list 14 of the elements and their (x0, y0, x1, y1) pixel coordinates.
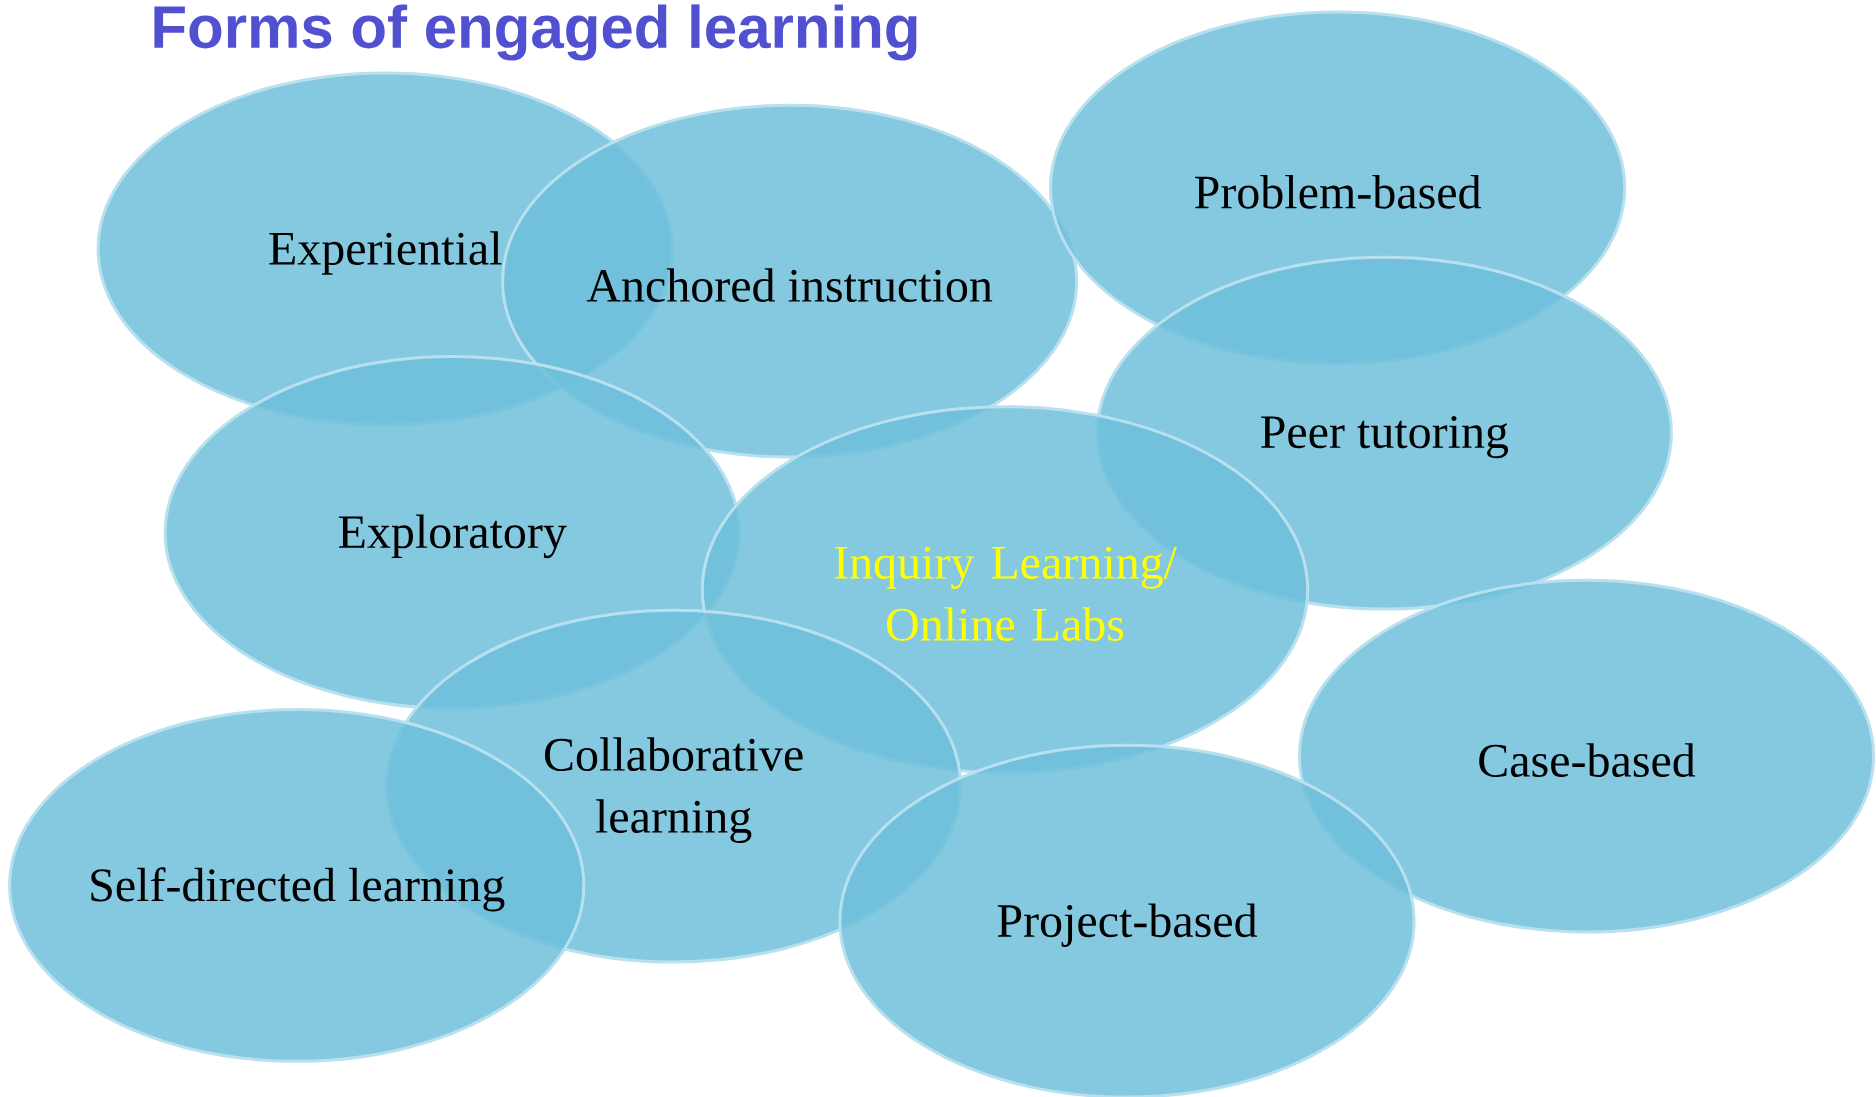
node-label: Inquiry Learning/ Online Labs (834, 546, 1177, 641)
node-label: Exploratory (338, 514, 567, 559)
ellipse (1297, 578, 1876, 934)
ellipse (501, 103, 1079, 459)
node-label: Self-directed learning (91, 867, 505, 912)
node-label: Collaborative learning (544, 737, 803, 843)
ellipse (838, 743, 1416, 1097)
node-label: Project-based (997, 903, 1258, 947)
node-label: Peer tutoring (1261, 416, 1509, 459)
title: Forms of engaged learning (154, 4, 917, 61)
node-label: Anchored instruction (586, 268, 993, 303)
node-label: Problem-based (1195, 174, 1481, 209)
node-label: Case-based (1479, 743, 1696, 777)
node-label: Experiential (269, 231, 502, 275)
